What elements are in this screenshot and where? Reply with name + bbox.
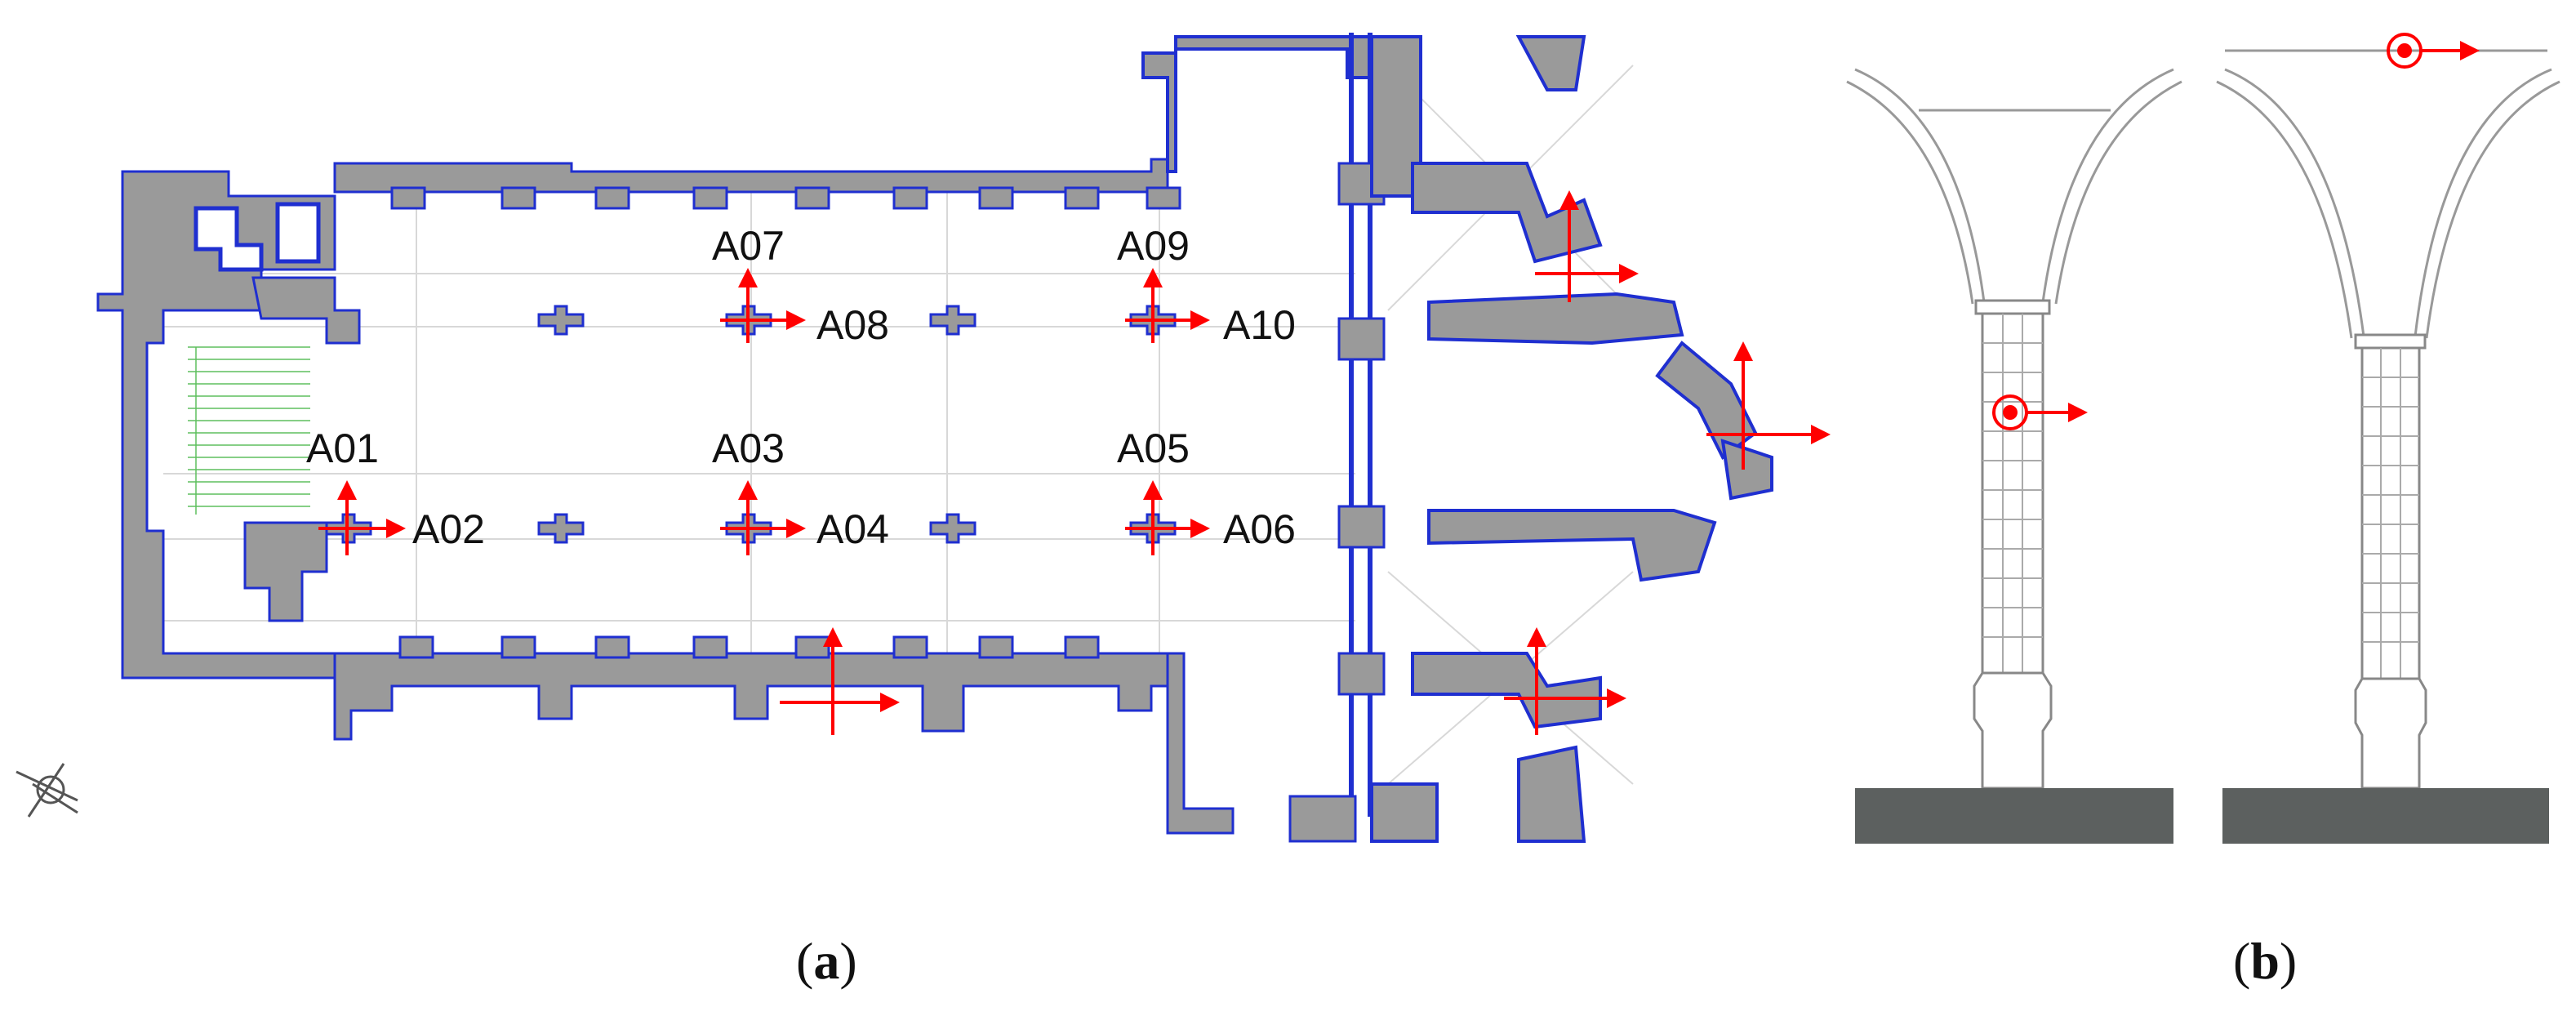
floor-plan: A01 A02 A03 A04 A05 A06 A07 A08 A09 A10 … [16, 33, 1831, 990]
ground-right [2222, 788, 2549, 844]
pier [929, 513, 977, 544]
column-capital-right [2354, 333, 2427, 350]
sensor-label-A03: A03 [712, 426, 785, 471]
vault-arcs-right [2216, 68, 2560, 339]
sensor-symbol-roof [2387, 33, 2480, 69]
north-wall-buttresses [390, 186, 1181, 210]
sensor-label-A08: A08 [816, 302, 889, 348]
north-west-chamber-2 [275, 202, 321, 264]
west-facade [96, 170, 336, 680]
sensor-marker-apse-east [1706, 341, 1831, 470]
sensor-label-A01: A01 [306, 426, 379, 471]
sensor-label-A02: A02 [412, 506, 485, 552]
column-grid-left [1982, 314, 2043, 673]
transept-south-steps [1288, 795, 1357, 843]
sensor-labels: A01 A02 A03 A04 A05 A06 A07 A08 A09 A10 [306, 223, 1296, 552]
column-base-right [2354, 677, 2427, 790]
sensor-marker-south-wall [780, 627, 900, 735]
west-stair-block [243, 521, 328, 622]
north-west-chamber [194, 206, 264, 272]
pier [537, 305, 585, 336]
caption-a: (a) [796, 932, 857, 990]
sensor-label-A04: A04 [816, 506, 889, 552]
pier [929, 305, 977, 336]
south-wall-buttresses [398, 635, 1100, 659]
column-shaft-left [1981, 312, 2044, 675]
column-capital-left [1974, 299, 2051, 315]
ground-left [1855, 788, 2173, 844]
caption-a-letter: a [813, 932, 839, 990]
sensor-marker-apse-north [1535, 190, 1639, 302]
sensor-marker-A01-A02 [318, 480, 406, 555]
sensor-marker-apse-south [1504, 627, 1626, 735]
caption-b-open: ( [2233, 932, 2250, 990]
west-staircase [188, 346, 310, 515]
column-shaft-right [2360, 346, 2421, 680]
sensor-label-A10: A10 [1223, 302, 1296, 348]
elevation-left [1846, 68, 2182, 844]
transept-south-block [1166, 652, 1235, 835]
sensor-label-A06: A06 [1223, 506, 1296, 552]
sensor-marker-A05-A06 [1125, 480, 1210, 555]
transept-piers [1337, 162, 1386, 696]
caption-a-open: ( [796, 932, 813, 990]
north-nave-wall [333, 158, 1169, 194]
sensor-marker-A03-A04 [720, 480, 806, 555]
transept-west-wall [1141, 35, 1373, 173]
sensor-marker-A07-A08 [720, 268, 806, 343]
caption-a-close: ) [839, 932, 856, 990]
pier [537, 513, 585, 544]
caption-b-close: ) [2280, 932, 2297, 990]
north-west-pier [251, 276, 361, 345]
sensor-marker-A09-A10 [1125, 268, 1210, 343]
column-grid-right [2362, 348, 2419, 679]
south-nave-wall [333, 652, 1186, 741]
sensor-label-A07: A07 [712, 223, 785, 269]
north-arrow-icon [16, 763, 78, 818]
sensor-label-A05: A05 [1117, 426, 1190, 471]
sensor-symbol-column [1992, 394, 2088, 430]
sensor-label-A09: A09 [1117, 223, 1190, 269]
elevation-right [2216, 33, 2560, 844]
sensor-markers [318, 190, 1831, 735]
caption-b-letter: b [2250, 932, 2280, 990]
vault-arcs-left [1846, 68, 2182, 305]
caption-b: (b) [2233, 932, 2297, 990]
column-base-left [1973, 671, 2053, 790]
apse-walls [1370, 35, 1773, 843]
